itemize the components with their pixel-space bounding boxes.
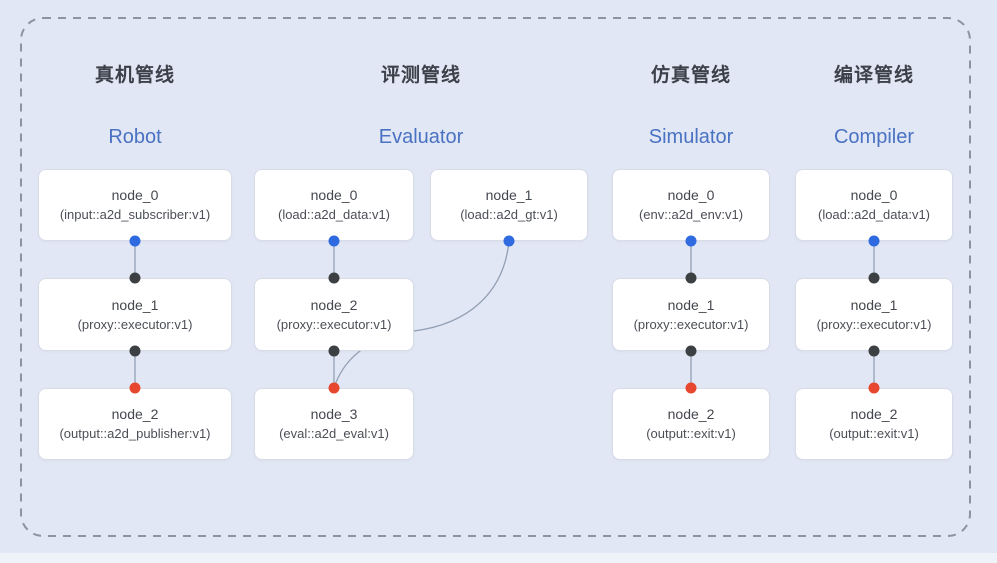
node-type: (load::a2d_data:v1) <box>817 207 931 222</box>
pipeline-title-robot: 真机管线 <box>94 65 175 86</box>
node-name: node_1 <box>667 296 715 313</box>
node-type: (load::a2d_gt:v1) <box>460 207 558 222</box>
node-name: node_3 <box>310 406 358 422</box>
node-box-robot-node2: node_2 (output::a2d_publisher:v1) <box>38 388 232 460</box>
node-box-evaluator-node0: node_0 (load::a2d_data:v1) <box>254 169 414 241</box>
canvas-bottom-edge <box>0 553 997 563</box>
node-box-evaluator-node3: node_3 (eval::a2d_eval:v1) <box>254 388 414 460</box>
node-type: (output::exit:v1) <box>829 426 919 441</box>
node-name: node_0 <box>850 187 898 203</box>
node-box-robot-node0: node_0 (input::a2d_subscriber:v1) <box>38 169 232 241</box>
node-name: node_2 <box>111 406 159 422</box>
node-name: node_2 <box>667 406 715 422</box>
node-type: (output::a2d_publisher:v1) <box>59 426 211 441</box>
node-name: node_0 <box>667 187 715 203</box>
node-type: (proxy::executor:v1) <box>77 316 193 332</box>
input-port-dot <box>868 272 880 284</box>
dashed-frame <box>20 17 971 537</box>
node-box-compiler-node1: node_1 (proxy::executor:v1) <box>795 278 953 351</box>
node-type: (output::exit:v1) <box>646 426 736 441</box>
output-port-dot <box>685 345 697 357</box>
final-port-dot <box>129 382 141 394</box>
output-port-dot <box>328 235 340 247</box>
output-port-dot <box>328 345 340 357</box>
node-box-compiler-node0: node_0 (load::a2d_data:v1) <box>795 169 953 241</box>
output-port-dot <box>868 345 880 357</box>
final-port-dot <box>868 382 880 394</box>
node-type: (load::a2d_data:v1) <box>277 207 391 222</box>
node-name: node_1 <box>850 296 898 313</box>
node-type: (eval::a2d_eval:v1) <box>279 426 389 441</box>
node-type: (env::a2d_env:v1) <box>638 207 744 222</box>
output-port-dot <box>129 345 141 357</box>
node-box-evaluator-node2: node_2 (proxy::executor:v1) <box>254 278 414 351</box>
node-name: node_0 <box>310 187 358 203</box>
node-box-simulator-node1: node_1 (proxy::executor:v1) <box>612 278 770 351</box>
node-type: (input::a2d_subscriber:v1) <box>59 207 211 222</box>
node-box-evaluator-node1: node_1 (load::a2d_gt:v1) <box>430 169 588 241</box>
node-type: (proxy::executor:v1) <box>633 316 749 332</box>
node-box-robot-node1: node_1 (proxy::executor:v1) <box>38 278 232 351</box>
pipeline-title-evaluator: 评测管线 <box>380 65 461 86</box>
node-name: node_2 <box>850 406 898 422</box>
node-name: node_0 <box>111 187 159 203</box>
final-port-dot <box>328 382 340 394</box>
final-port-dot <box>685 382 697 394</box>
node-type: (proxy::executor:v1) <box>276 316 392 332</box>
node-box-simulator-node2: node_2 (output::exit:v1) <box>612 388 770 460</box>
pipeline-subtitle-simulator: Simulator <box>648 126 734 148</box>
node-name: node_2 <box>310 296 358 313</box>
output-port-dot <box>685 235 697 247</box>
pipeline-title-compiler: 编译管线 <box>833 65 914 86</box>
output-port-dot <box>503 235 515 247</box>
node-box-simulator-node0: node_0 (env::a2d_env:v1) <box>612 169 770 241</box>
input-port-dot <box>685 272 697 284</box>
pipeline-subtitle-robot: Robot <box>108 126 162 148</box>
pipeline-subtitle-evaluator: Evaluator <box>378 126 464 148</box>
node-box-compiler-node2: node_2 (output::exit:v1) <box>795 388 953 460</box>
node-type: (proxy::executor:v1) <box>816 316 932 332</box>
output-port-dot <box>129 235 141 247</box>
pipeline-subtitle-compiler: Compiler <box>833 126 915 148</box>
input-port-dot <box>129 272 141 284</box>
output-port-dot <box>868 235 880 247</box>
input-port-dot <box>328 272 340 284</box>
node-name: node_1 <box>485 187 533 203</box>
node-name: node_1 <box>111 296 159 313</box>
pipeline-title-simulator: 仿真管线 <box>650 65 731 86</box>
